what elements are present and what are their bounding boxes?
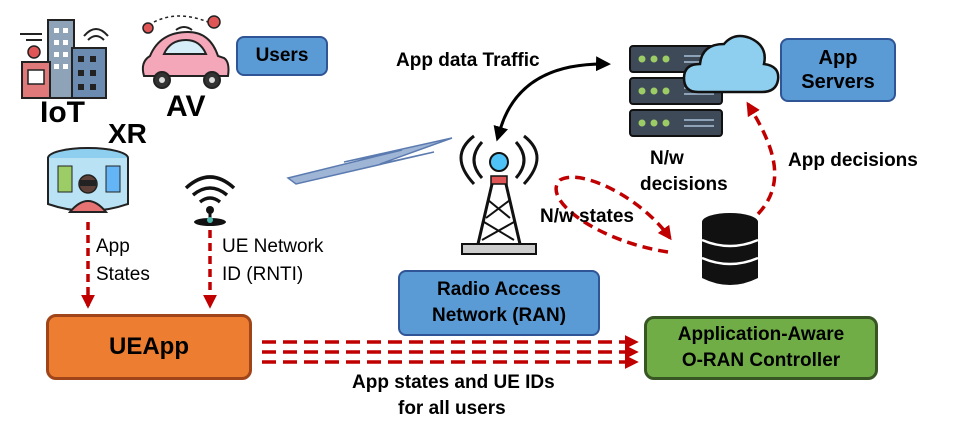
nw-states-loop-arrow bbox=[554, 175, 672, 254]
xr-headset-user-icon bbox=[47, 147, 129, 213]
ran-label-line1: Radio Access bbox=[437, 279, 561, 300]
cloud-icon bbox=[682, 34, 780, 94]
ueapp-label: UEApp bbox=[109, 333, 189, 360]
app-data-traffic-label: App data Traffic bbox=[396, 50, 540, 71]
app-data-traffic-arrow bbox=[493, 56, 611, 142]
app-servers-box: App Servers bbox=[780, 38, 896, 102]
controller-label-line2: O-RAN Controller bbox=[681, 350, 841, 371]
users-box: Users bbox=[236, 36, 328, 76]
controller-box: Application-Aware O-RAN Controller bbox=[644, 316, 878, 380]
database-icon bbox=[701, 213, 759, 285]
nw-decisions-label-line1: N/w bbox=[650, 148, 684, 169]
app-servers-label-line2: Servers bbox=[801, 71, 875, 93]
ueapp-box: UEApp bbox=[46, 314, 252, 380]
bottom-label-line1: App states and UE IDs bbox=[352, 372, 555, 393]
app-servers-label-line1: App bbox=[818, 47, 858, 69]
xr-label: XR bbox=[108, 118, 147, 149]
iot-label: IoT bbox=[40, 96, 85, 129]
radio-tower-icon bbox=[459, 134, 539, 255]
app-states-label-line2: States bbox=[96, 264, 150, 285]
ueapp-to-controller-arrows bbox=[262, 335, 639, 369]
ran-label-line2: Network (RAN) bbox=[431, 305, 567, 326]
av-label: AV bbox=[166, 90, 206, 123]
users-label: Users bbox=[255, 45, 309, 66]
ran-box: Radio Access Network (RAN) bbox=[398, 270, 600, 336]
app-decisions-arrow bbox=[746, 101, 777, 216]
wifi-antenna-icon bbox=[184, 175, 236, 226]
nw-decisions-label-line2: decisions bbox=[640, 174, 728, 195]
nw-states-label: N/w states bbox=[540, 206, 634, 227]
bottom-label-line2: for all users bbox=[398, 398, 506, 419]
av-car-icon bbox=[141, 15, 230, 89]
iot-building-icon bbox=[20, 19, 109, 99]
controller-label-line1: Application-Aware bbox=[677, 324, 845, 345]
app-states-label-line1: App bbox=[96, 236, 130, 257]
app-decisions-label: App decisions bbox=[788, 150, 918, 171]
ue-network-id-label-line1: UE Network bbox=[222, 236, 324, 257]
lightning-bolt-icon bbox=[286, 137, 453, 185]
ue-network-id-label-line2: ID (RNTI) bbox=[222, 264, 304, 285]
